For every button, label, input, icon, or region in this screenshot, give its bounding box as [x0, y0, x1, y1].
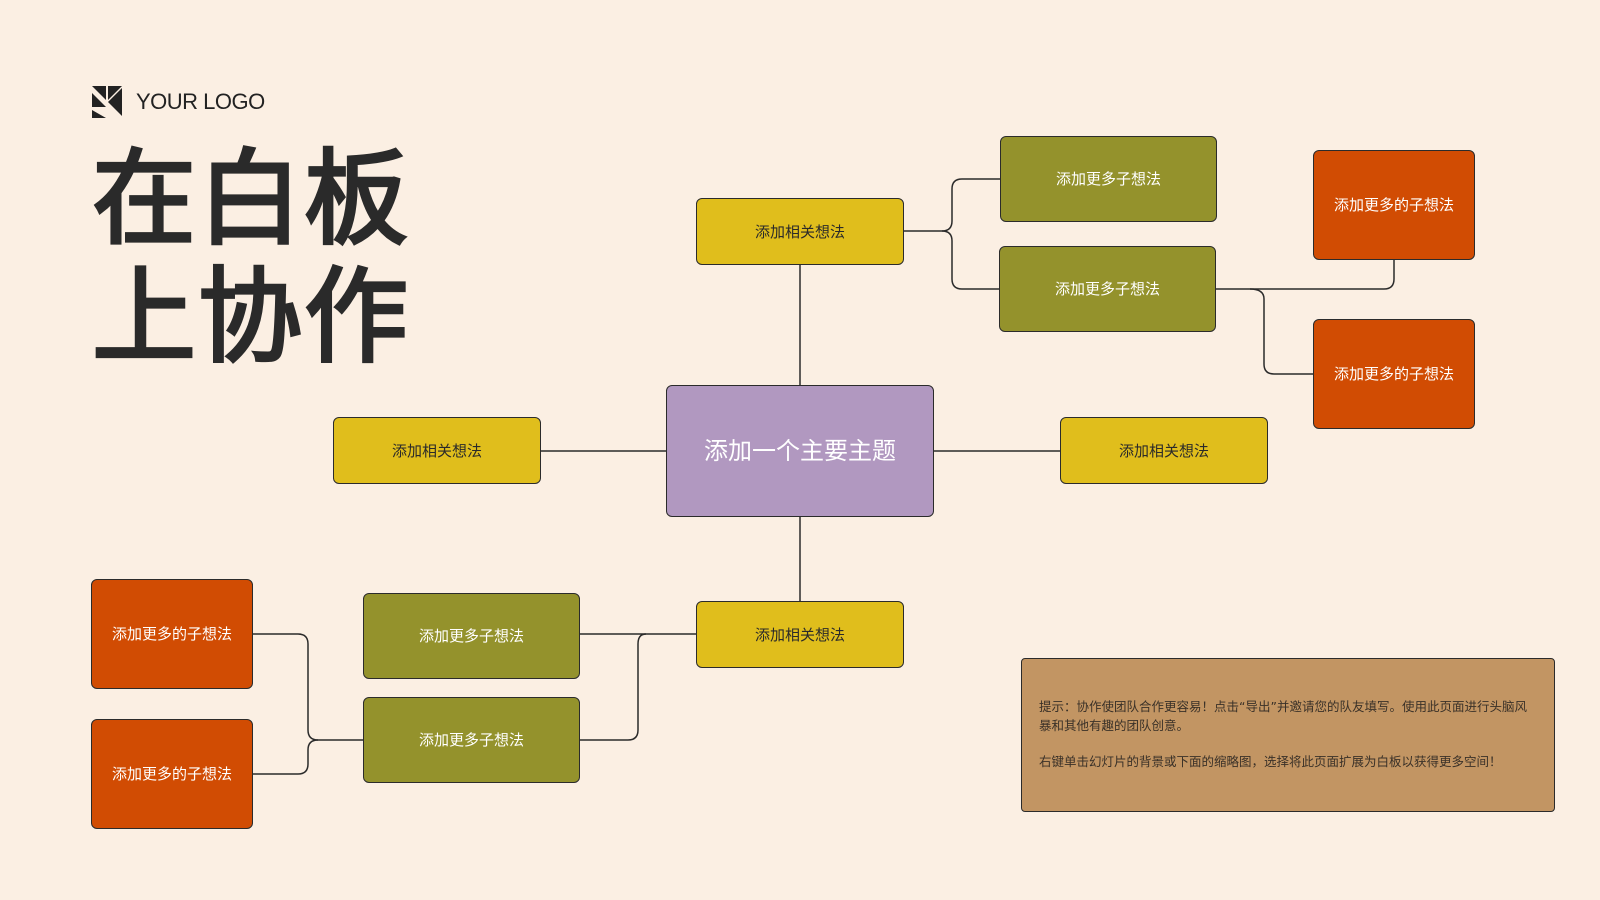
related-idea-label: 添加相关想法: [754, 625, 845, 644]
related-idea-label: 添加相关想法: [754, 222, 845, 241]
related-idea-top[interactable]: 添加相关想法: [696, 198, 904, 265]
related-idea-label: 添加相关想法: [391, 441, 482, 460]
sub-idea-label: 添加更多子想法: [1055, 170, 1161, 188]
sub-idea-bottom-2[interactable]: 添加更多子想法: [363, 697, 580, 783]
connector-sub2-leaf-left-2: [253, 739, 319, 775]
tip-paragraph: 右键单击幻灯片的背景或下面的缩略图，选择将此页面扩展为白板以获得更多空间！: [1039, 754, 1502, 769]
leaf-idea-top-2[interactable]: 添加更多的子想法: [1313, 319, 1475, 429]
leaf-idea-bottom-2[interactable]: 添加更多的子想法: [91, 719, 253, 829]
connector-bottom-idea-sub2: [580, 633, 647, 741]
logo: YOUR LOGO: [92, 86, 265, 118]
sub-idea-top-1[interactable]: 添加更多子想法: [1000, 136, 1217, 222]
connector-top-idea-sub2: [941, 230, 999, 290]
main-topic-node[interactable]: 添加一个主要主题: [666, 385, 934, 517]
connector-sub2-leaf2: [1249, 288, 1313, 375]
tip-paragraph: 提示：协作使团队合作更容易！点击“导出”并邀请您的队友填写。使用此页面进行头脑风…: [1039, 699, 1527, 733]
triangles-logo-icon: [92, 86, 122, 118]
leaf-idea-label: 添加更多的子想法: [1333, 196, 1454, 214]
main-topic-label: 添加一个主要主题: [704, 437, 896, 465]
sub-idea-label: 添加更多子想法: [418, 627, 524, 645]
sub-idea-label: 添加更多子想法: [418, 731, 524, 749]
related-idea-bottom[interactable]: 添加相关想法: [696, 601, 904, 668]
related-idea-right[interactable]: 添加相关想法: [1060, 417, 1268, 484]
leaf-idea-label: 添加更多的子想法: [1333, 365, 1454, 383]
logo-text: YOUR LOGO: [136, 89, 265, 114]
leaf-idea-top-1[interactable]: 添加更多的子想法: [1313, 150, 1475, 260]
tip-box: 提示：协作使团队合作更容易！点击“导出”并邀请您的队友填写。使用此页面进行头脑风…: [1021, 658, 1555, 812]
leaf-idea-label: 添加更多的子想法: [111, 765, 232, 783]
related-idea-left[interactable]: 添加相关想法: [333, 417, 541, 484]
sub-idea-label: 添加更多子想法: [1054, 280, 1160, 298]
leaf-idea-bottom-1[interactable]: 添加更多的子想法: [91, 579, 253, 689]
connector-sub2-leaf1: [1216, 260, 1395, 290]
sub-idea-top-2[interactable]: 添加更多子想法: [999, 246, 1216, 332]
page-title: 在白板上协作: [92, 138, 411, 378]
connector-top-idea-sub1: [904, 178, 1000, 232]
leaf-idea-label: 添加更多的子想法: [111, 625, 232, 643]
related-idea-label: 添加相关想法: [1118, 441, 1209, 460]
sub-idea-bottom-1[interactable]: 添加更多子想法: [363, 593, 580, 679]
connector-sub2-leaf-left-1: [253, 633, 363, 741]
